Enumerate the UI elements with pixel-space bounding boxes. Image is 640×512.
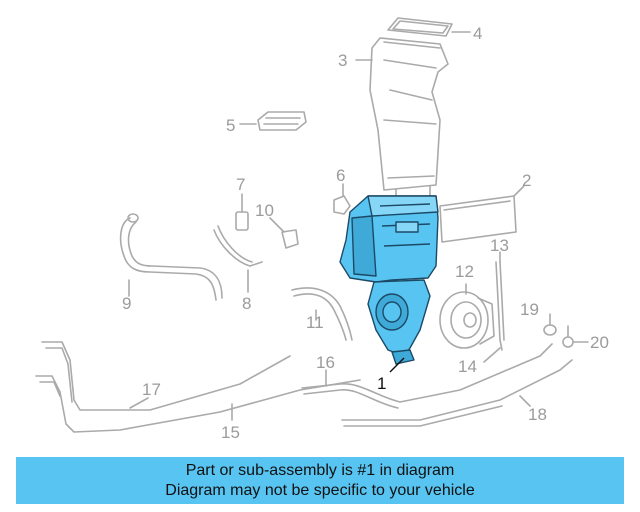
- part-13-rod: [495, 251, 505, 351]
- callout-2: 2: [522, 171, 531, 190]
- callout-11: 11: [306, 313, 324, 332]
- callout-14: 14: [458, 357, 477, 376]
- part-15-line: [35, 375, 361, 433]
- callout-19: 19: [520, 300, 539, 319]
- callout-18: 18: [528, 405, 547, 424]
- part-19-grommet: [543, 313, 557, 336]
- part-2-filter: [439, 185, 525, 243]
- callout-10: 10: [255, 201, 274, 220]
- part-20-bolt: [562, 325, 589, 348]
- part-5-grille: [239, 111, 307, 131]
- callout-15: 15: [221, 423, 240, 442]
- callout-3: 3: [338, 51, 347, 70]
- callout-6: 6: [336, 166, 345, 185]
- part-7-sensor: [235, 193, 249, 231]
- part-11-hose: [291, 287, 353, 341]
- part-8-tube: [213, 225, 263, 293]
- callout-12: 12: [455, 262, 474, 281]
- parts-diagram: 1 2 3 4 5 6 7 8 9 10 11 12 13 14 15 16 1…: [35, 17, 609, 442]
- info-banner: Part or sub-assembly is #1 in diagram Di…: [16, 457, 624, 504]
- part-16-line: [301, 343, 553, 409]
- banner-line-1: Part or sub-assembly is #1 in diagram: [185, 461, 455, 479]
- part-1-heater-housing: [339, 195, 439, 365]
- callout-5: 5: [226, 116, 235, 135]
- callout-16: 16: [316, 353, 335, 372]
- part-6-clip: [333, 183, 351, 215]
- part-17-line: [41, 341, 291, 411]
- part-18-line: [341, 359, 573, 427]
- callout-4: 4: [473, 24, 482, 43]
- callout-20: 20: [590, 333, 609, 352]
- callout-1: 1: [377, 374, 386, 393]
- callout-9: 9: [122, 294, 131, 313]
- callout-7: 7: [236, 175, 245, 194]
- callout-13: 13: [490, 236, 509, 255]
- callout-8: 8: [242, 294, 251, 313]
- part-10-connector: [269, 217, 299, 249]
- part-1-leader: [389, 357, 405, 373]
- part-9-hose: [119, 213, 223, 301]
- part-3-air-duct: [355, 37, 449, 199]
- part-4-vent-gasket: [387, 17, 471, 37]
- part-12-blower-motor: [439, 283, 495, 349]
- callout-17: 17: [142, 380, 161, 399]
- banner-line-2: Diagram may not be specific to your vehi…: [165, 481, 475, 499]
